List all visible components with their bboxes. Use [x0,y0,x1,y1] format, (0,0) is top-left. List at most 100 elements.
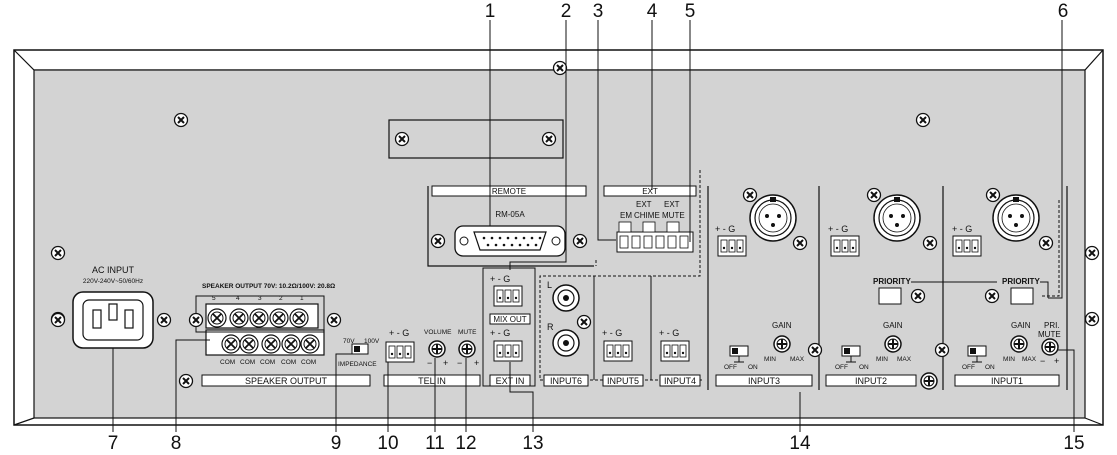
input6-bar [543,374,589,387]
input1-min: MIN [1003,356,1015,363]
ac-input-label: AC INPUT [92,265,135,275]
callout-11: 11 [425,433,445,454]
ext-mute-bottom: MUTE [662,211,685,220]
speaker-terminal-block [195,295,325,356]
zone-5-label: 5 [212,295,216,302]
input2-on: ON [859,364,869,371]
svg-text:+: + [443,358,448,368]
tel-in-pins: + - G [389,328,409,338]
input3-off: OFF [724,364,737,371]
speaker-output-bar [201,374,371,387]
input4-pins: + - G [659,328,679,338]
input3-label: INPUT3 [748,376,780,386]
callout-9: 9 [331,433,342,454]
callout-3: 3 [593,1,604,22]
input2-priority: PRIORITY [873,277,911,286]
em-label: EM [620,211,632,220]
svg-text:−: − [427,358,432,368]
volume-label: VOLUME [424,329,452,336]
input2-max: MAX [897,356,912,363]
input3-max: MAX [790,356,805,363]
mix-out-label: MIX OUT [493,315,526,324]
callout-8: 8 [171,433,182,454]
callout-15: 15 [1063,433,1084,454]
ac-voltage-label: 220V-240V~50/60Hz [83,278,143,285]
impedance-label: IMPEDANCE [338,361,377,368]
com-label: COM [260,359,275,366]
speaker-output-spec: SPEAKER OUTPUT 70V: 10.2Ω/100V: 20.8Ω [202,283,335,290]
input1-priority-button [1010,287,1034,305]
input2-pins: + - G [828,224,848,234]
input4-label: INPUT4 [664,376,696,386]
rca-jacks [552,284,580,357]
ext-chime-bottom: CHIME [634,211,660,220]
input4-bar [659,374,701,387]
ext-label: EXT [642,187,658,196]
impedance-switch [351,343,369,355]
callout-12: 12 [455,433,476,454]
input2-off: OFF [835,364,848,371]
input1-gain: GAIN [1011,321,1031,330]
com-label: COM [301,359,316,366]
callout-7: 7 [108,433,119,454]
callout-6: 6 [1058,1,1069,22]
remote-label: REMOTE [492,187,526,196]
zone-3-label: 3 [258,295,262,302]
input2-label: INPUT2 [855,376,887,386]
svg-text:−: − [1040,356,1045,366]
input5-label: INPUT5 [607,376,639,386]
input2-gain: GAIN [883,321,903,330]
ext-terminal [616,221,694,253]
input5-bar [602,374,644,387]
zone-4-label: 4 [236,295,240,302]
callout-5: 5 [685,1,696,22]
ext-in-pins: + - G [490,328,510,338]
callout-14: 14 [789,433,811,454]
ext-mute-top: EXT [664,200,680,209]
callout-13: 13 [522,433,543,454]
input3-on: ON [748,364,758,371]
callout-lines [112,20,1075,432]
input3-bar [715,374,813,387]
input1-max: MAX [1022,356,1037,363]
com-label: COM [240,359,255,366]
rm-model-label: RM-05A [495,210,525,219]
callout-10: 10 [377,433,398,454]
input3-pins: + - G [715,224,735,234]
input2-bar [825,374,917,387]
input1-label: INPUT1 [991,376,1023,386]
mute-label: MUTE [458,329,477,336]
svg-text:−: − [457,358,462,368]
svg-text:+: + [1054,356,1059,366]
blank-cover-plate [388,119,564,159]
mix-out-bar [489,313,531,325]
input5-pins: + - G [602,328,622,338]
com-label: COM [220,359,235,366]
remote-bar [431,185,587,197]
pri-label: PRI. [1044,321,1060,330]
input3-gain: GAIN [772,321,792,330]
input3-min: MIN [764,356,776,363]
input1-on: ON [985,364,995,371]
input1-priority: PRIORITY [1002,277,1040,286]
input1-bar [954,374,1060,387]
impedance-70v: 70V [343,338,355,345]
input1-pins: + - G [952,224,972,234]
input1-off: OFF [962,364,975,371]
input2-priority-button [878,287,902,305]
input6-label: INPUT6 [550,376,582,386]
svg-text:+: + [474,358,479,368]
speaker-output-bar-label: SPEAKER OUTPUT [245,376,328,386]
callout-1: 1 [485,1,496,22]
callouts: 1 2 3 4 5 6 7 8 9 10 11 12 13 14 15 [108,1,1085,454]
impedance-100v: 100V [364,338,380,345]
input2-min: MIN [876,356,888,363]
tel-in-label: TEL IN [418,376,446,386]
zone-1-label: 1 [300,295,304,302]
callout-4: 4 [647,1,658,22]
pri-mute-label: MUTE [1038,330,1061,339]
callout-2: 2 [561,1,572,22]
rca-r-label: R [547,322,554,332]
